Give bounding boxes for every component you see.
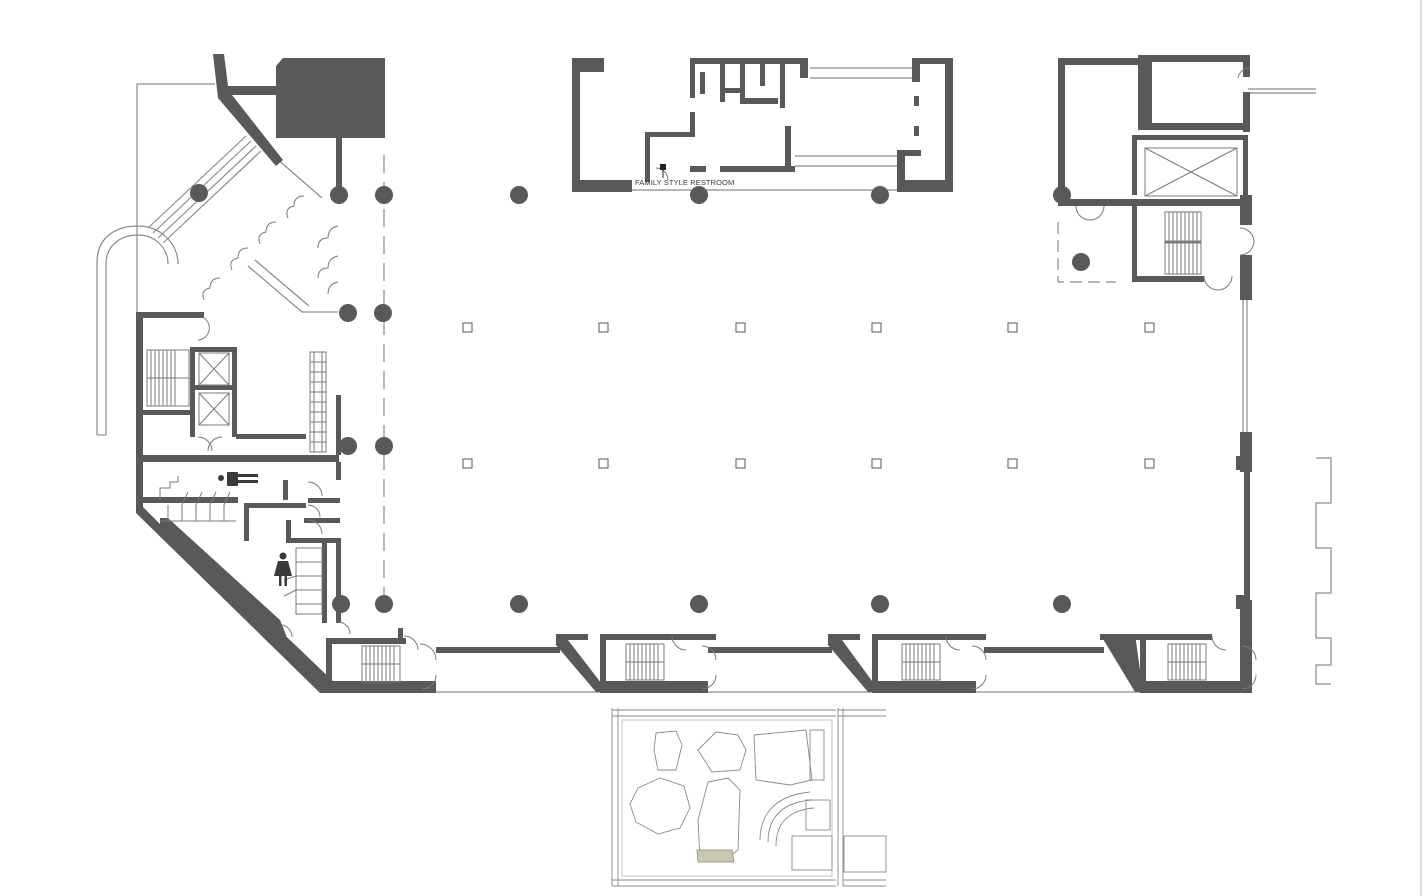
column <box>375 595 393 613</box>
column <box>190 184 208 202</box>
column <box>339 304 357 322</box>
square-columns <box>462 322 1155 469</box>
square-column <box>1144 322 1155 333</box>
column <box>1072 253 1090 271</box>
square-column <box>462 458 473 469</box>
column <box>374 304 392 322</box>
site-highlight <box>696 849 735 863</box>
men-restroom-icon <box>218 472 258 486</box>
women-restroom-icon <box>274 552 292 586</box>
column <box>1053 595 1071 613</box>
column <box>332 595 350 613</box>
square-column <box>598 322 609 333</box>
column <box>339 437 357 455</box>
family-restroom-label: FAMILY STYLE RESTROOM <box>635 178 734 187</box>
column <box>871 186 889 204</box>
column <box>690 186 708 204</box>
column <box>690 595 708 613</box>
doors <box>197 67 1257 690</box>
column <box>871 595 889 613</box>
family-restroom-marker <box>660 164 666 178</box>
square-column <box>735 458 746 469</box>
square-column <box>462 322 473 333</box>
square-column <box>1007 322 1018 333</box>
square-column <box>1144 458 1155 469</box>
square-column <box>1007 458 1018 469</box>
column <box>510 595 528 613</box>
column <box>375 186 393 204</box>
square-column <box>871 322 882 333</box>
walls <box>136 54 1252 693</box>
column <box>1053 186 1071 204</box>
column <box>330 186 348 204</box>
round-columns <box>190 184 1090 613</box>
restroom-fixtures <box>159 476 323 615</box>
column <box>375 437 393 455</box>
column <box>510 186 528 204</box>
square-column <box>735 322 746 333</box>
outline-lines <box>96 0 1422 896</box>
square-column <box>871 458 882 469</box>
square-column <box>598 458 609 469</box>
stairs-and-elevators <box>146 147 1238 683</box>
site-key-map <box>611 708 887 887</box>
